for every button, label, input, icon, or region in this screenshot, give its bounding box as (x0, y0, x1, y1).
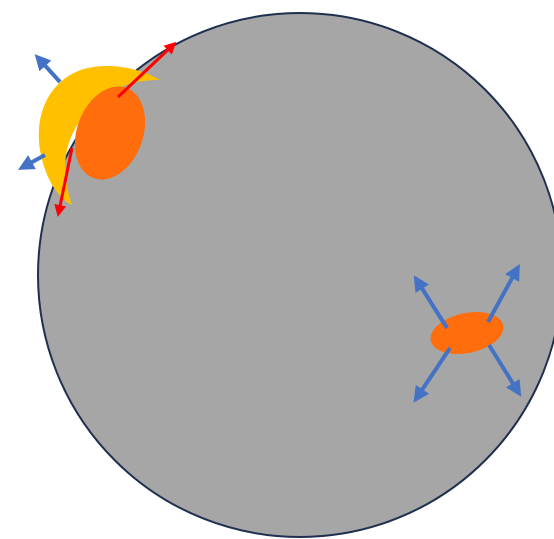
blue-arrow-up-left (40, 60, 60, 82)
blue-arrow-left (25, 155, 45, 166)
